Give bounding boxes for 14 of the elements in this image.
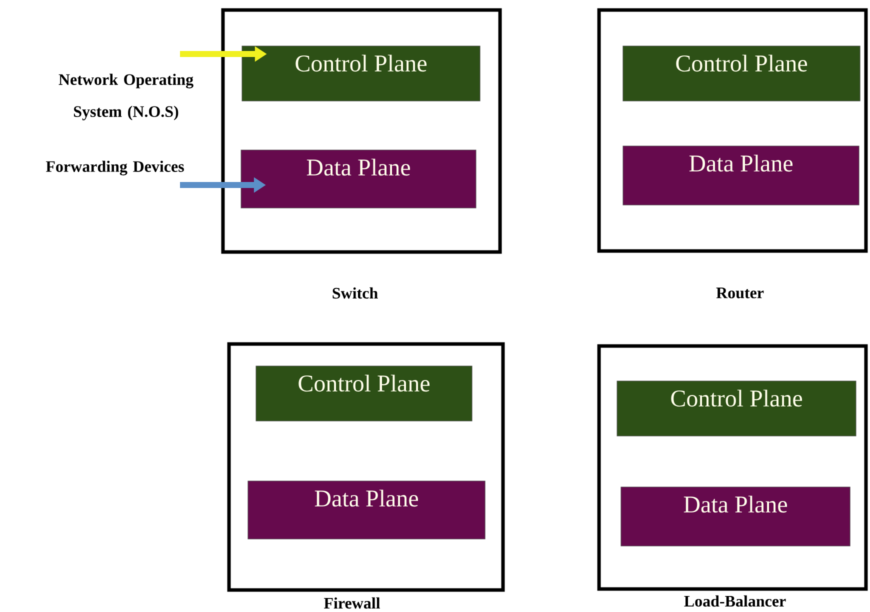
data-plane-box: Data Plane	[240, 150, 476, 208]
control-plane-box: Control Plane	[616, 380, 856, 436]
control-plane-box: Control Plane	[622, 46, 860, 102]
data-plane-box: Data Plane	[248, 480, 486, 540]
device-label: Firewall	[324, 597, 380, 609]
control-plane-box: Control Plane	[256, 366, 472, 422]
device-label: Router	[716, 288, 764, 298]
annotation-text: Forwarding Devices	[46, 160, 184, 176]
data-plane-box: Data Plane	[620, 486, 850, 546]
device-label: Load-Balancer	[684, 595, 786, 607]
annotation-text: Network Operating System (N.O.S)	[58, 74, 194, 120]
device-label: Switch	[332, 287, 378, 299]
control-plane-box: Control Plane	[242, 46, 480, 102]
data-plane-box: Data Plane	[622, 146, 860, 206]
